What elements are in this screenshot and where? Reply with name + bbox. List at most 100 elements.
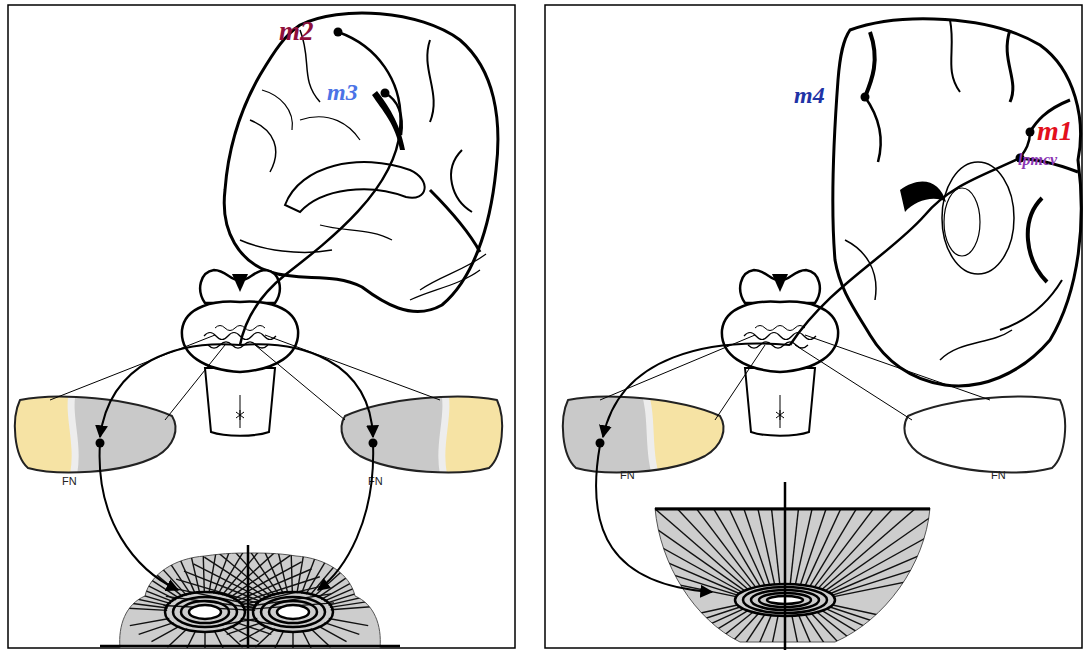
muscle-fibers [328,585,414,605]
muscle-fibers [817,612,888,652]
muscle-fibers [227,623,262,635]
muscle-fibers [580,565,737,597]
neuron-dot [334,28,343,37]
coronal-brain [833,19,1081,386]
neuron-dot [861,93,870,102]
coronal-brain [900,181,946,212]
muscle-fibers [75,537,422,652]
neuron-dot [596,439,605,448]
muscle-fibers [833,547,985,595]
muscle-fibers [214,630,224,650]
sagittal-brain [262,90,292,130]
facial-nucleus: FN [340,394,505,494]
muscle-fibers [142,546,187,595]
neuron-dot [1026,128,1035,137]
muscle-fibers [629,486,748,589]
nucleus-shape [904,397,1065,473]
projection-arrow [596,445,712,592]
orbicularis-oculi [165,592,245,632]
coronal-brain [1007,30,1013,102]
orbicularis-oculi [173,597,237,627]
facial-nucleus: FN [903,394,1068,494]
nucleus-shape [903,394,1068,494]
orbicularis-oculi [269,601,317,623]
orbicularis-oculi [181,601,229,623]
muscle-fibers [682,612,753,652]
corticobulbar-tract [790,158,1020,345]
sagittal-brain [430,190,480,252]
nucleus-shape [904,397,1065,473]
nucleus-shape [341,397,502,473]
muscle-fibers [217,551,271,596]
brainstem [182,270,838,436]
muscle-fibers [833,605,938,628]
area-label: m3 [327,80,358,104]
muscle-fibers [615,500,744,591]
muscle-fibers [321,562,389,599]
lower-face [655,508,930,511]
panel-frame [8,5,515,648]
sagittal-brain [240,240,332,252]
muscle-fibers [720,438,769,584]
muscle-fibers [203,537,205,593]
muscle-fibers [275,538,288,593]
nucleus-label: FN [62,476,77,487]
area-label: lpmcv [1018,152,1057,168]
nucleus-shape [341,384,515,489]
panel-frame [545,5,1082,648]
guide-line [715,345,765,420]
muscle-fibers [811,614,869,652]
coronal-brain [865,32,875,97]
coronal-brain [940,330,1012,360]
muscle-fibers [700,614,758,652]
orbicularis-oculi [253,592,333,632]
corticobulbar-tract [865,97,881,162]
sagittal-brain [320,225,392,240]
orbicularis-oculi [189,605,221,619]
upper-face [100,645,400,648]
sagittal-brain [224,13,498,312]
muscle-fibers [274,630,284,650]
muscle-fibers [792,616,807,652]
muscle-fibers [834,565,991,597]
projection-arrow [100,344,790,592]
neuron-dot [381,89,390,98]
projection-arrow [603,344,790,437]
muscle-fibers [204,631,205,652]
muscle-fibers [644,474,751,588]
projection-arrow [100,443,178,590]
coronal-brain [845,240,876,300]
muscle-fibers [324,569,399,601]
muscle-fibers [139,623,174,635]
upper-face [75,537,422,652]
muscle-fibers [186,630,196,650]
muscle-fibers [244,542,278,594]
facial-nucleus: FN [12,394,177,494]
nucleus-shape [340,394,505,494]
orbicularis-oculi [277,605,309,619]
coronal-brain [942,162,1014,274]
muscle-fibers [585,547,737,595]
guide-line [265,335,440,400]
muscle-fibers [828,515,967,592]
sagittal-brain [300,117,360,140]
sagittal-brain [451,150,472,212]
muscle-fibers [799,615,829,652]
nucleus-shape [563,397,724,473]
muscle-fibers [603,515,742,592]
sagittal-brain [285,162,425,212]
nucleus-label: FN [620,470,635,481]
muscle-fibers [130,618,169,625]
muscle-fibers [741,615,771,652]
projection-arrow [318,443,373,590]
coronal-brain [944,188,980,256]
facial-nucleus: FN [560,394,725,494]
muscle-fibers [810,453,890,586]
muscle-fibers [129,551,183,596]
corticobulbar-tract [240,32,401,345]
guide-line [805,335,990,400]
